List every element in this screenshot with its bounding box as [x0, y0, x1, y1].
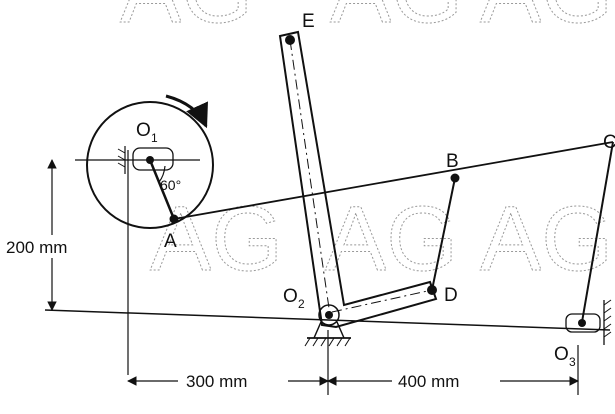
label-o1: O	[136, 120, 151, 141]
label-d: D	[444, 285, 458, 306]
svg-text:AG: AG	[150, 188, 283, 290]
svg-text:AG: AG	[480, 0, 613, 42]
label-o3-sub: 3	[569, 355, 576, 369]
o3-bearing-icon	[565, 299, 612, 345]
label-o1-sub: 1	[151, 131, 158, 145]
o2-pivot-icon	[304, 304, 351, 347]
joint-a	[169, 214, 179, 224]
watermark: AG AG AG AG AG AG	[120, 0, 614, 291]
dim-400-label: 400 mm	[398, 372, 459, 391]
ground-line	[44, 309, 611, 331]
label-o2-sub: 2	[298, 297, 305, 311]
svg-text:AG: AG	[330, 0, 463, 42]
dim-300-label: 300 mm	[186, 372, 247, 391]
svg-text:AG: AG	[480, 188, 613, 290]
label-b: B	[446, 151, 459, 172]
o1-bearing-icon	[117, 146, 174, 174]
label-o3: O	[554, 344, 569, 365]
crank-disc	[86, 101, 214, 229]
rotation-arrow-icon	[165, 94, 208, 129]
label-o2: O	[283, 286, 298, 307]
link-bd	[431, 177, 456, 291]
link-ac	[173, 141, 614, 220]
label-a: A	[164, 231, 177, 252]
angle-label: 60°	[160, 177, 181, 193]
link-co3	[581, 141, 614, 323]
label-e: E	[302, 11, 315, 32]
label-c: C	[603, 132, 615, 153]
crank-o1a	[148, 159, 176, 220]
angle-arc	[158, 165, 166, 183]
joint-b	[450, 173, 460, 183]
dim-200-label: 200 mm	[6, 238, 67, 257]
svg-text:AG: AG	[325, 188, 458, 290]
svg-text:AG: AG	[120, 0, 253, 42]
